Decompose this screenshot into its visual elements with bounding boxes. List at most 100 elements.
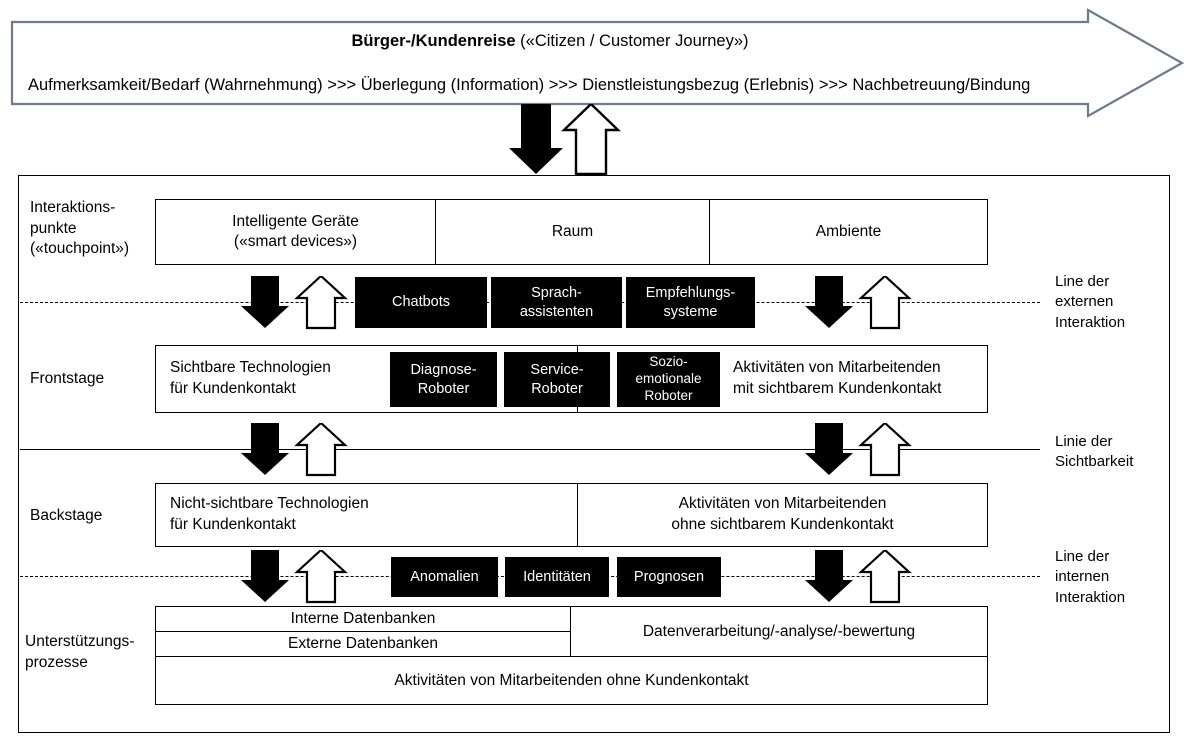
separator-label-visibility: Linie der Sichtbarkeit	[1055, 432, 1180, 473]
journey-title: Bürger-/Kundenreise («Citizen / Customer…	[10, 32, 1090, 51]
support-row	[155, 606, 988, 705]
visible-tech-line2: für Kundenkontakt	[170, 380, 296, 397]
arrow-up-outline-icon	[294, 423, 348, 477]
arrow-down-filled-icon	[241, 276, 289, 328]
backstage-cell-invisible-staff[interactable]: Aktivitäten von Mitarbeitenden ohne sich…	[578, 491, 987, 539]
backstage-row	[155, 483, 988, 547]
chip-chatbots[interactable]: Chatbots	[355, 277, 487, 328]
label-external-line2: externen	[1055, 293, 1114, 311]
chip-anomalien-label: Anomalien	[410, 568, 479, 585]
arrow-up-outline-icon	[294, 276, 348, 330]
invisible-tech-line1: Nicht-sichtbare Technologien	[170, 495, 369, 513]
arrow-up-outline-icon	[858, 276, 912, 330]
chip-sprachassistenten[interactable]: Sprach- assistenten	[491, 277, 622, 328]
journey-stages: Aufmerksamkeit/Bedarf (Wahrnehmung) >>> …	[28, 76, 1031, 94]
label-external-line1: Line der	[1055, 273, 1110, 290]
sozio-roboter-line1: Sozio-	[649, 354, 688, 370]
diagnose-roboter-line2: Roboter	[417, 380, 470, 397]
support-db-divider	[156, 631, 570, 633]
backstage-cell-invisible-tech[interactable]: Nicht-sichtbare Technologien für Kundenk…	[170, 491, 560, 539]
arrow-down-filled-icon	[241, 423, 289, 475]
arrow-pair-visibility-left	[241, 423, 351, 477]
arrow-down-filled-icon	[241, 550, 289, 602]
journey-arrow-shape	[10, 8, 1185, 118]
label-internal-line3: Interaktion	[1055, 588, 1126, 606]
chip-empfehlungssysteme[interactable]: Empfehlungs- systeme	[626, 277, 755, 328]
arrow-pair-journey-to-touchpoints	[505, 104, 625, 176]
arrow-up-outline-icon	[561, 104, 621, 176]
customer-journey-banner: Bürger-/Kundenreise («Citizen / Customer…	[10, 8, 1185, 118]
arrow-up-outline-icon	[858, 423, 912, 477]
chip-sprachassistenten-line1: Sprach-	[531, 285, 582, 302]
sozio-roboter-line2: emotionale	[635, 371, 702, 387]
touchpoint-cell-raum[interactable]: Raum	[435, 199, 710, 265]
arrow-down-filled-icon	[509, 104, 563, 174]
frontstage-cell-visible-staff[interactable]: Aktivitäten von Mitarbeitenden mit sicht…	[733, 355, 983, 403]
support-label-line2: prozesse	[25, 653, 88, 671]
service-roboter-line2: Roboter	[531, 380, 583, 397]
chip-prognosen-label: Prognosen	[633, 568, 705, 585]
support-vertical-divider	[570, 607, 572, 656]
sozio-roboter-line3: Roboter	[644, 387, 693, 403]
row-label-touchpoints-line2: punkte	[30, 219, 77, 237]
support-cell-staff-no-contact[interactable]: Aktivitäten von Mitarbeitenden ohne Kund…	[394, 672, 749, 689]
label-internal-line1: Line der	[1055, 548, 1110, 565]
chip-identitaeten[interactable]: Identitäten	[505, 557, 609, 597]
arrow-pair-external-right	[805, 276, 915, 330]
arrow-down-filled-icon	[805, 276, 853, 328]
chip-empfehlungssysteme-line1: Empfehlungs-	[645, 285, 736, 302]
invisible-staff-line1: Aktivitäten von Mitarbeitenden	[678, 495, 887, 513]
chip-service-roboter[interactable]: Service- Roboter	[504, 352, 610, 407]
chip-sozio-emotionale-roboter[interactable]: Sozio- emotionale Roboter	[617, 352, 720, 407]
touchpoint-cell-ambiente[interactable]: Ambiente	[709, 199, 988, 265]
row-label-backstage: Backstage	[30, 507, 103, 524]
row-label-support-processes: Unterstützungs- prozesse	[25, 632, 160, 673]
invisible-tech-line2: für Kundenkontakt	[170, 516, 296, 533]
diagnose-roboter-line1: Diagnose-	[410, 362, 477, 379]
arrow-up-outline-icon	[294, 550, 348, 604]
support-cell-external-databases[interactable]: Externe Datenbanken	[288, 635, 438, 652]
service-roboter-line1: Service-	[530, 362, 584, 379]
chip-chatbots-line1: Chatbots	[391, 294, 451, 311]
touchpoint-cell-smart-devices[interactable]: Intelligente Geräte («smart devices»)	[155, 199, 436, 265]
chip-prognosen[interactable]: Prognosen	[617, 557, 721, 597]
label-external-line3: Interaktion	[1055, 313, 1126, 331]
visible-staff-line1: Aktivitäten von Mitarbeitenden	[733, 359, 941, 377]
separator-label-internal-interaction: Line der internen Interaktion	[1055, 547, 1180, 608]
separator-line-visibility	[20, 449, 1040, 450]
arrow-pair-internal-right	[805, 550, 915, 604]
arrow-down-filled-icon	[805, 550, 853, 602]
frontstage-cell-visible-tech[interactable]: Sichtbare Technologien für Kundenkontakt	[170, 355, 385, 403]
label-internal-line2: internen	[1055, 568, 1110, 586]
service-blueprint-frame	[18, 175, 1170, 733]
arrow-up-outline-icon	[858, 550, 912, 604]
support-cell-data-processing[interactable]: Datenverarbeitung/-analyse/-bewertung	[642, 622, 916, 640]
chip-identitaeten-label: Identitäten	[523, 568, 591, 585]
smart-devices-line2: («smart devices»)	[233, 233, 358, 250]
chip-sprachassistenten-line2: assistenten	[519, 303, 594, 320]
chip-diagnose-roboter[interactable]: Diagnose- Roboter	[390, 352, 497, 407]
journey-title-bold: Bürger-/Kundenreise	[351, 32, 516, 50]
support-cell-internal-databases[interactable]: Interne Datenbanken	[290, 610, 436, 627]
row-label-touchpoints-line3: («touchpoint»)	[30, 240, 130, 258]
invisible-staff-line2: ohne sichtbarem Kundenkontakt	[671, 516, 894, 533]
backstage-divider	[577, 484, 579, 546]
label-visibility-line1: Linie der	[1055, 433, 1113, 450]
journey-title-rest: («Citizen / Customer Journey»)	[515, 32, 749, 50]
arrow-pair-visibility-right	[805, 423, 915, 477]
separator-label-external-interaction: Line der externen Interaktion	[1055, 272, 1180, 333]
smart-devices-line1: Intelligente Geräte	[232, 212, 359, 230]
support-label-line1: Unterstützungs-	[25, 633, 135, 650]
label-visibility-line2: Sichtbarkeit	[1055, 453, 1134, 471]
chip-anomalien[interactable]: Anomalien	[391, 557, 498, 597]
visible-tech-line1: Sichtbare Technologien	[170, 359, 331, 377]
row-label-touchpoints: Interaktions- punkte («touchpoint»)	[30, 198, 155, 260]
arrow-pair-external-left	[241, 276, 351, 330]
row-label-frontstage: Frontstage	[30, 370, 105, 387]
row-label-touchpoints-line1: Interaktions-	[30, 199, 116, 216]
chip-empfehlungssysteme-line2: systeme	[663, 303, 718, 320]
arrow-down-filled-icon	[805, 423, 853, 475]
support-bottom-divider	[156, 656, 987, 658]
arrow-pair-internal-left	[241, 550, 351, 604]
visible-staff-line2: mit sichtbarem Kundenkontakt	[733, 380, 942, 397]
